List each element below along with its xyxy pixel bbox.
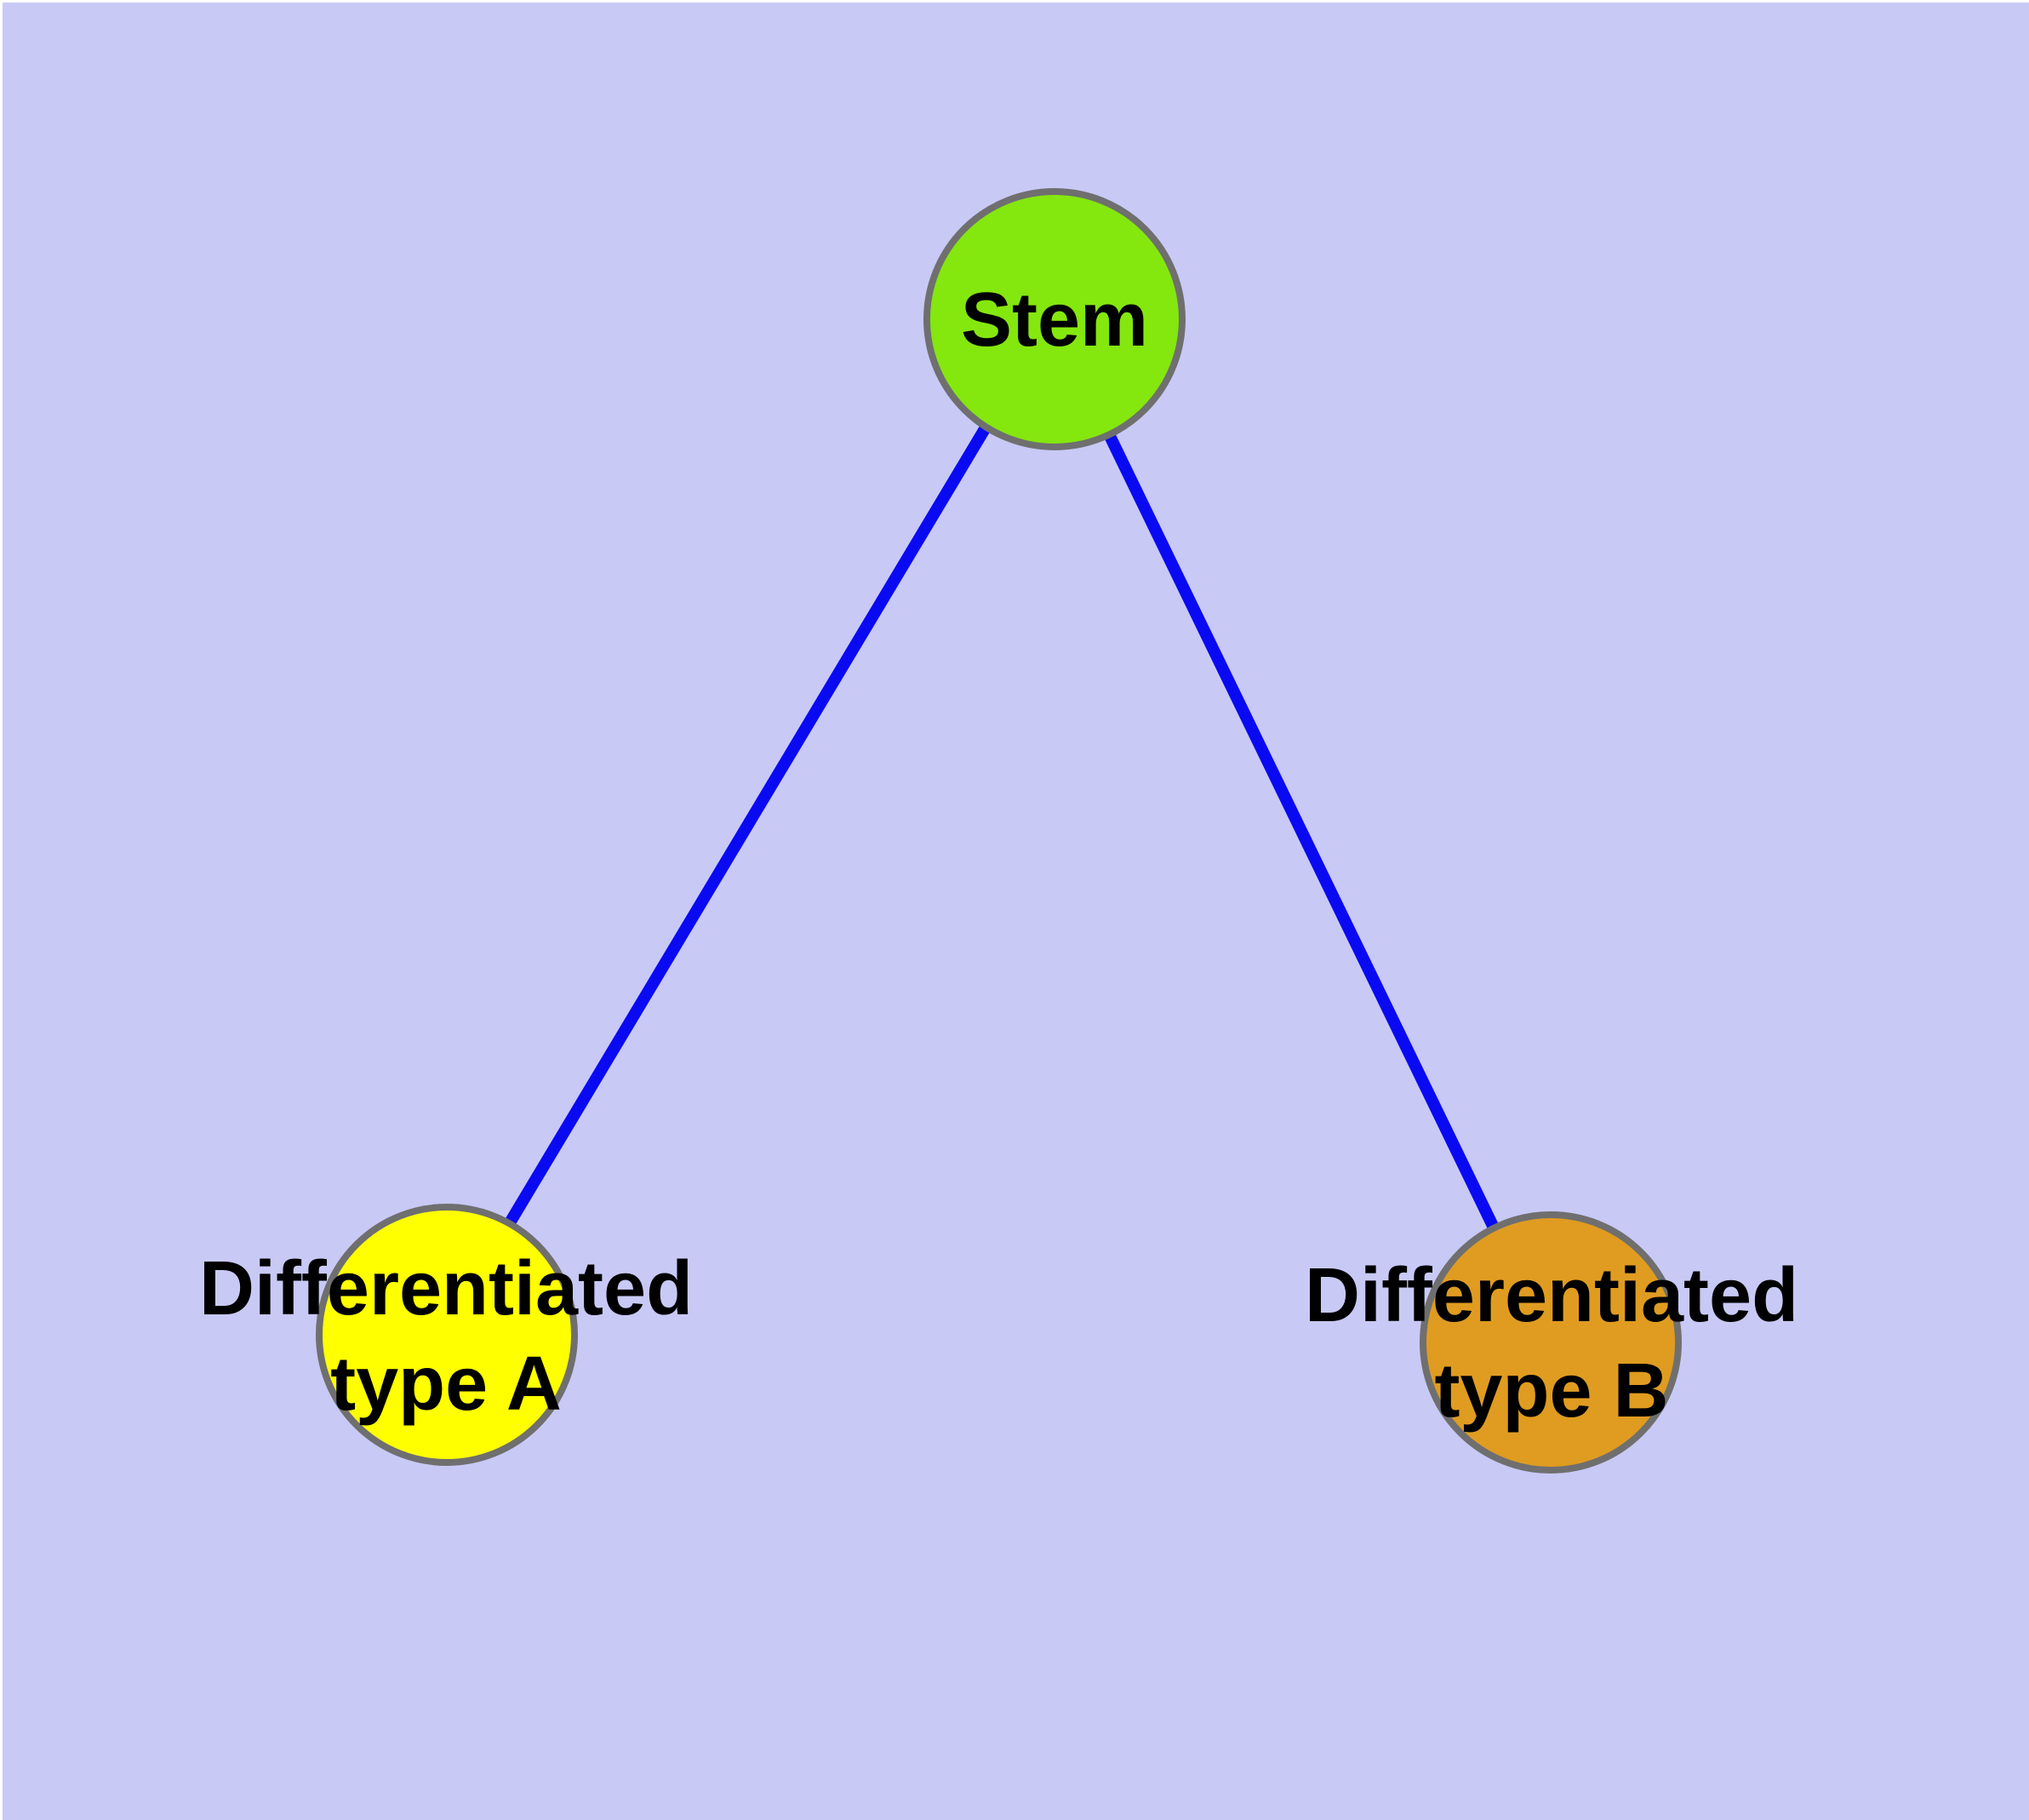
node-differentiated-type-a — [316, 1204, 578, 1466]
node-label-stem: Stem — [960, 278, 1149, 363]
edge-stem-to-type-a — [438, 313, 1058, 1336]
node-label-differentiated-type-a: Differentiated type A — [198, 1246, 694, 1427]
graph-canvas: Stem Differentiated type A Differentiate… — [3, 3, 2029, 1820]
node-differentiated-type-b — [1420, 1211, 1682, 1474]
node-label-differentiated-type-b: Differentiated type B — [1304, 1253, 1799, 1434]
node-stem — [923, 188, 1186, 450]
edges-layer — [438, 313, 1554, 1343]
edge-stem-to-type-b — [1046, 313, 1554, 1343]
